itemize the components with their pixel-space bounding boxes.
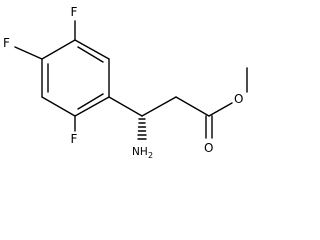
- bond-chiral-to-ch2: [141, 96, 177, 117]
- ring-bond-6: [41, 39, 76, 60]
- ring-bond-3: [74, 96, 110, 117]
- bond-ch2-to-carbonyl: [175, 96, 210, 117]
- chemical-structure: F F F NH 2 O O: [3, 5, 248, 160]
- ring-double-bond-2: [77, 93, 104, 110]
- amine-group: NH 2: [132, 146, 153, 160]
- atom-nh: NH: [132, 146, 148, 158]
- bond-f-left: [14, 46, 43, 60]
- atom-nh-subscript: 2: [148, 151, 153, 160]
- ring-bond-4: [41, 96, 76, 117]
- hashed-wedge-bond: [137, 118, 147, 140]
- benzene-ring: [41, 39, 110, 117]
- atom-o-carbonyl: O: [204, 141, 213, 155]
- ring-bond-1: [74, 39, 110, 60]
- atom-f-left: F: [3, 36, 10, 50]
- atom-o-ester: O: [234, 92, 243, 106]
- atom-f-top: F: [71, 5, 78, 19]
- bond-ring-to-chiral: [108, 96, 143, 117]
- bond-carbonyl-to-o: [208, 102, 233, 117]
- atom-f-bottom: F: [71, 132, 78, 146]
- ring-double-bond-1: [77, 46, 104, 63]
